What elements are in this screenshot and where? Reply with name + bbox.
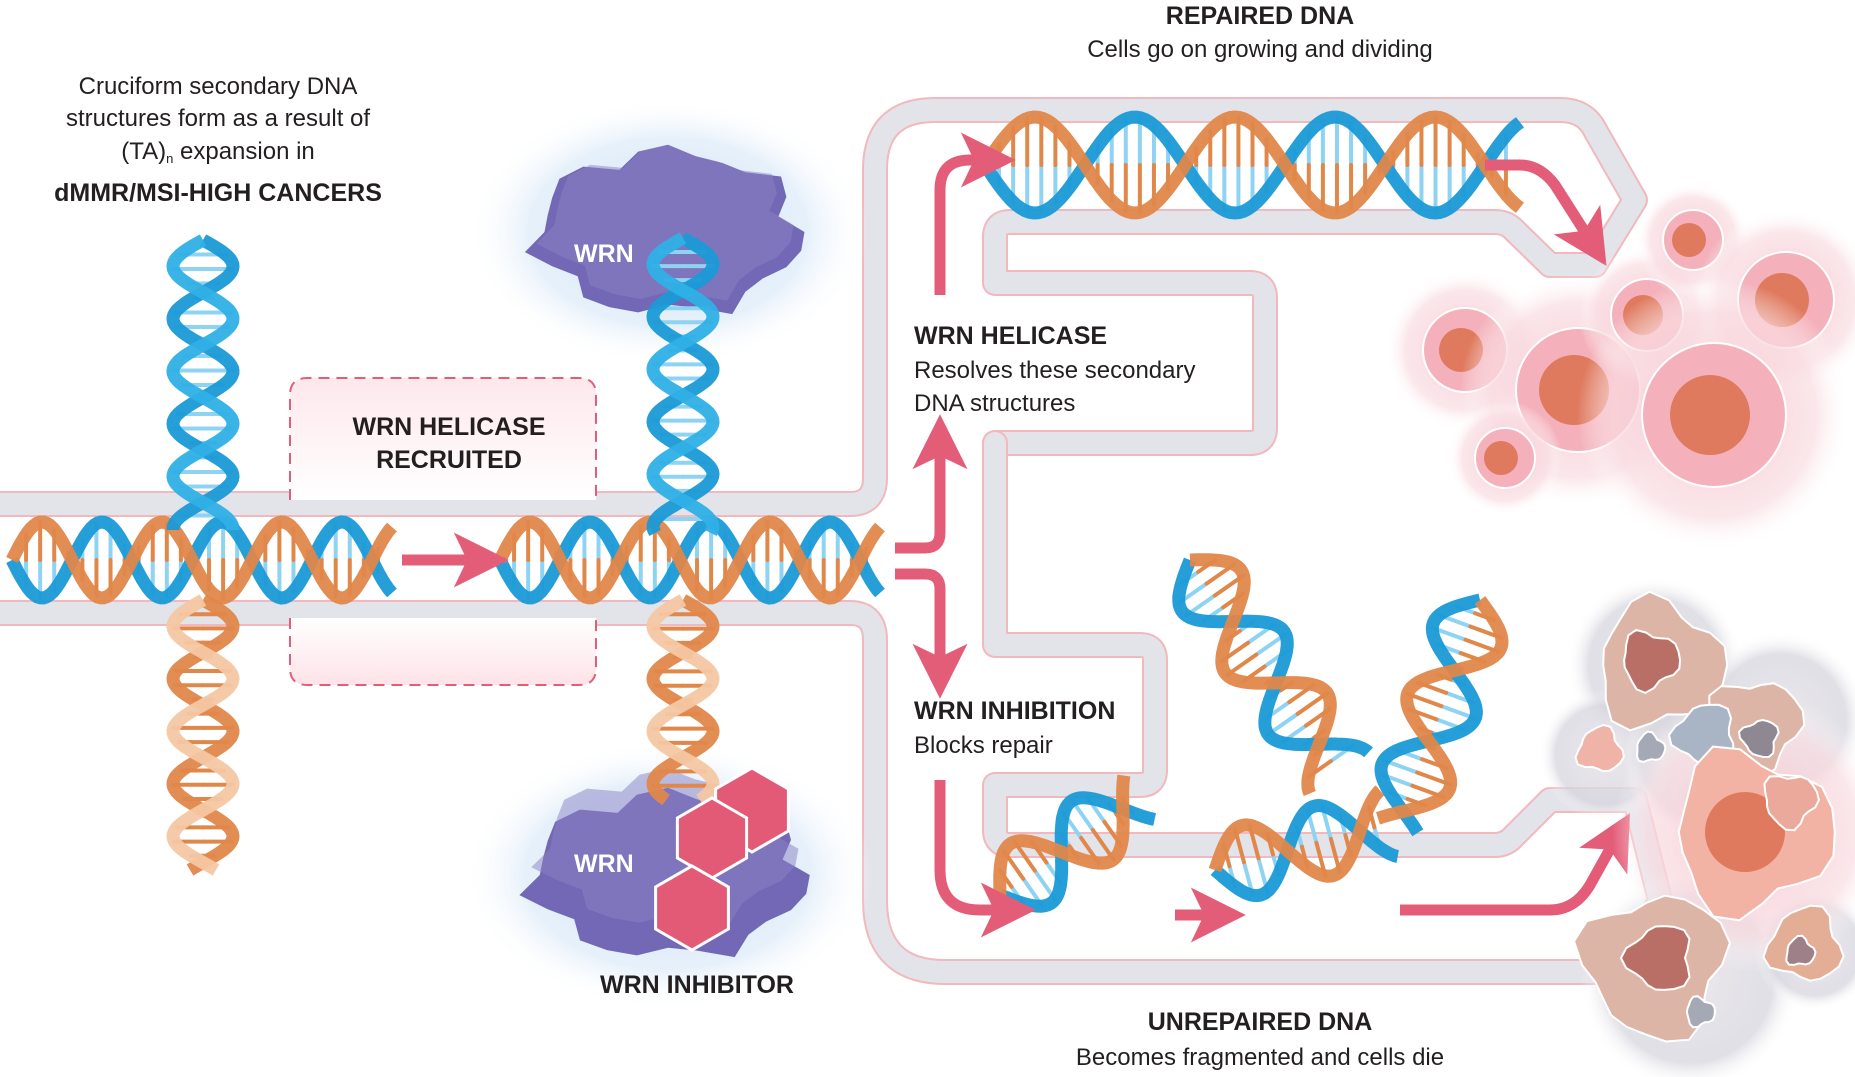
arrow-to-repaired-dna xyxy=(934,132,1016,295)
intro-line-3: (TA)n expansion in xyxy=(121,136,315,175)
cruciform-left-lower xyxy=(166,594,240,876)
cell-fragment xyxy=(1635,730,1667,763)
dna-fragment-3 xyxy=(1172,553,1373,796)
recruited-line-2: RECRUITED xyxy=(376,446,522,474)
strand-a xyxy=(1172,557,1373,758)
channel-band xyxy=(0,432,1671,983)
strand-a xyxy=(997,791,1156,913)
cruciform-right-upper xyxy=(646,232,720,536)
strand-a xyxy=(979,110,1524,220)
wrn-protein-top xyxy=(468,97,868,367)
strand-b xyxy=(993,774,1131,896)
cell-fragment xyxy=(1685,995,1716,1029)
fragment-helix xyxy=(1172,553,1373,796)
cruciform-right-lower xyxy=(646,594,720,806)
healthy-cell xyxy=(1577,278,1851,552)
ta-subscript: n xyxy=(166,151,174,166)
strand-b xyxy=(979,110,1524,220)
intro-line-1: Cruciform secondary DNA xyxy=(78,73,358,100)
dna-main-right xyxy=(494,515,885,605)
helicase-branch-line-2: DNA structures xyxy=(914,390,1076,417)
strand-b xyxy=(646,232,720,536)
strand-a xyxy=(646,594,720,806)
dna-main-left xyxy=(6,515,397,605)
strand-b xyxy=(1208,785,1385,883)
inhibition-branch-title: WRN INHIBITION xyxy=(914,697,1116,725)
dna-fragment-1 xyxy=(993,774,1156,913)
strand-b xyxy=(1376,596,1509,825)
wrn-inhibitor-molecule xyxy=(654,766,790,952)
dna-fragment-4 xyxy=(1374,593,1509,837)
cell-nucleus xyxy=(1484,441,1518,475)
recruited-line-1: WRN HELICASE xyxy=(352,413,546,441)
dying-nucleus xyxy=(1619,925,1691,991)
expansion-text: expansion in xyxy=(173,138,315,165)
wrn-protein-label-top: WRN xyxy=(574,240,634,268)
inhibition-branch-line-1: Blocks repair xyxy=(914,732,1053,759)
strand-b xyxy=(6,515,397,605)
pathway-channels xyxy=(0,97,1673,985)
cancer-type-heading: dMMR/MSI-HIGH CANCERS xyxy=(54,179,382,207)
strand-a xyxy=(1374,593,1483,837)
cell-fragment xyxy=(1574,723,1625,773)
dying-nucleus xyxy=(1737,718,1780,759)
fragment-helix xyxy=(1374,593,1509,837)
cell-fragment xyxy=(1763,775,1820,832)
dying-cell-cluster xyxy=(1539,577,1855,1077)
intro-line-2: structures form as a result of xyxy=(65,105,371,132)
repaired-dna-subtitle: Cells go on growing and dividing xyxy=(1087,36,1433,63)
strand-b xyxy=(166,594,240,876)
cell-nucleus xyxy=(1670,375,1750,455)
strand-a xyxy=(166,594,240,876)
wrn-proteins xyxy=(463,97,873,1010)
arrow-branch-up xyxy=(895,414,968,554)
strand-b xyxy=(494,515,885,605)
stressed-nucleus xyxy=(1705,792,1785,872)
unrepaired-dna-title: UNREPAIRED DNA xyxy=(1147,1008,1373,1036)
cruciform-left-upper xyxy=(166,234,240,530)
strand-a xyxy=(166,234,240,530)
healthy-cell-cluster xyxy=(1385,183,1855,552)
healthy-cell xyxy=(1448,401,1562,515)
channel-band xyxy=(0,99,1646,515)
protein-fold xyxy=(536,144,794,301)
arrow-branch-down xyxy=(895,568,968,699)
fragment-helix xyxy=(1208,785,1399,903)
flow-arrows xyxy=(402,132,1630,943)
repaired-dna xyxy=(979,110,1524,220)
inhibitor-ring-3 xyxy=(654,864,730,952)
repaired-dna-title: REPAIRED DNA xyxy=(1165,2,1355,30)
dna-helices xyxy=(6,110,1524,913)
arrow-to-unrepaired-dna xyxy=(934,780,1036,938)
strand-b xyxy=(1189,553,1337,796)
arrow-to-dying-cells xyxy=(1400,813,1630,916)
recruited-box xyxy=(289,377,597,686)
wrn-inhibitor-label: WRN INHIBITOR xyxy=(600,971,794,999)
helicase-branch-title: WRN HELICASE xyxy=(914,322,1108,350)
strand-b xyxy=(646,594,720,806)
wrn-protein-label-bottom: WRN xyxy=(574,850,634,878)
ta-repeat: (TA) xyxy=(121,138,167,165)
helicase-branch-line-1: Resolves these secondary xyxy=(914,357,1196,384)
unrepaired-dna-subtitle: Becomes fragmented and cells die xyxy=(1075,1044,1445,1071)
dying-nucleus xyxy=(1785,934,1817,966)
fragment-helix xyxy=(993,774,1156,913)
dying-nucleus xyxy=(1623,628,1682,695)
arrow-to-healthy-cells xyxy=(1485,159,1607,266)
strand-b xyxy=(166,234,240,530)
cell-nucleus xyxy=(1672,223,1706,257)
dna-fragment-2 xyxy=(1208,785,1399,903)
